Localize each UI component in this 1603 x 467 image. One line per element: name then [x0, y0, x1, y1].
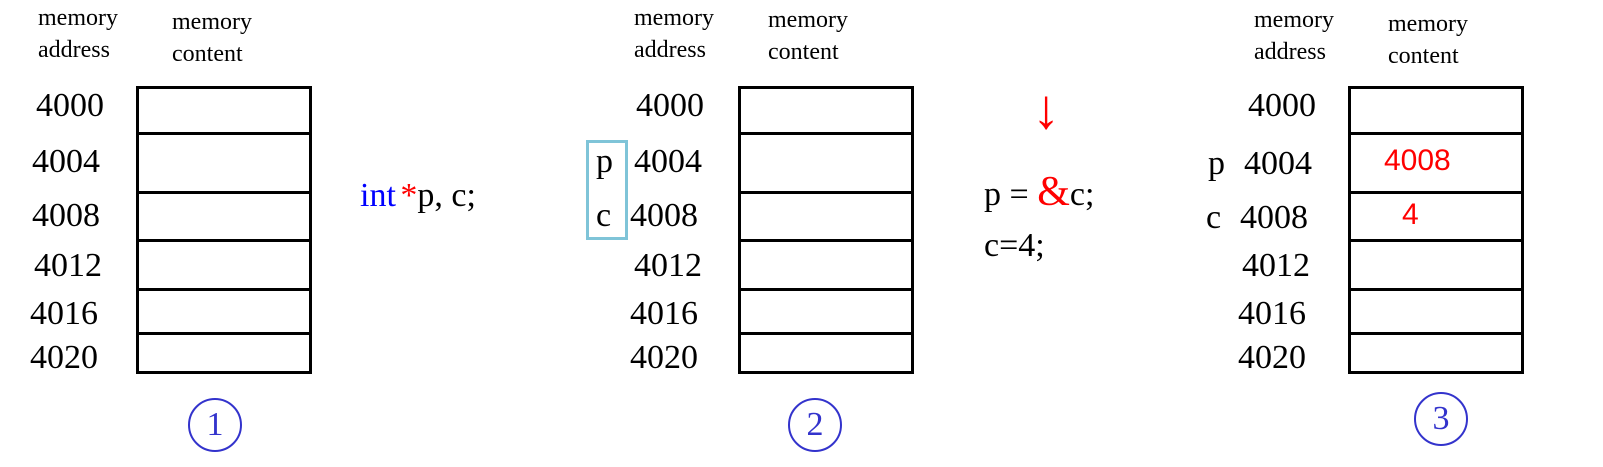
assign-p-suffix: c; [1069, 176, 1095, 213]
address-label: 4012 [1242, 247, 1310, 284]
content-header-line-1: memory [768, 7, 848, 33]
content-header-line-1: memory [1388, 11, 1468, 37]
step-2-circle: 2 [788, 398, 842, 452]
step-3-circle: 3 [1414, 392, 1468, 446]
memory-cell [1351, 89, 1521, 135]
memory-cell [139, 291, 309, 335]
memory-cell [139, 194, 309, 242]
memory-cell [139, 135, 309, 194]
address-label: 4020 [630, 339, 698, 376]
content-header-line-1: memory [172, 9, 252, 35]
pointer-star: * [400, 177, 418, 214]
address-label: 4020 [1238, 339, 1306, 376]
address-label: 4004 [32, 143, 100, 180]
address-header: memory address [634, 2, 714, 66]
down-arrow-icon: ↓ [1032, 79, 1060, 141]
address-label: 4008 [1240, 199, 1308, 236]
variable-label-c: c [1206, 199, 1222, 236]
content-header: memory content [1388, 8, 1468, 72]
content-header: memory content [172, 6, 252, 70]
memory-cell [741, 291, 911, 335]
memory-cell [741, 194, 911, 242]
address-header: memory address [38, 2, 118, 66]
memory-table [1348, 86, 1524, 374]
address-label: 4016 [1238, 295, 1306, 332]
address-label: 4016 [630, 295, 698, 332]
memory-cell [1351, 194, 1521, 242]
assign-p-prefix: p = [984, 176, 1038, 213]
step-1-circle: 1 [188, 398, 242, 452]
address-header-line-1: memory [1254, 7, 1334, 33]
memory-cell [741, 242, 911, 291]
address-of-operator: & [1037, 169, 1070, 215]
address-header-line-2: address [38, 37, 110, 63]
address-header-line-2: address [634, 37, 706, 63]
address-label: 4000 [36, 87, 104, 124]
address-label: 4000 [636, 87, 704, 124]
memory-cell [1351, 291, 1521, 335]
address-label: 4016 [30, 295, 98, 332]
variable-label-c: c [596, 197, 612, 234]
memory-cell [1351, 335, 1521, 371]
memory-cell [139, 89, 309, 135]
content-header-line-2: content [768, 39, 839, 65]
memory-cell [741, 335, 911, 371]
variable-highlight-box [586, 140, 628, 240]
memory-cell [1351, 242, 1521, 291]
content-header: memory content [768, 4, 848, 68]
declaration-code: int *p, c; [360, 176, 476, 216]
int-value: 4 [1402, 198, 1419, 231]
address-label: 4012 [34, 247, 102, 284]
assignment-code-line-1: p = &c; [984, 169, 1095, 215]
declaration-vars: p, c; [417, 177, 476, 214]
address-header-line-1: memory [634, 5, 714, 31]
memory-cell [139, 242, 309, 291]
memory-table [738, 86, 914, 374]
address-header: memory address [1254, 4, 1334, 68]
address-header-line-1: memory [38, 5, 118, 31]
address-label: 4004 [1244, 145, 1312, 182]
address-label: 4020 [30, 339, 98, 376]
address-label: 4004 [634, 143, 702, 180]
memory-cell [741, 89, 911, 135]
address-label: 4000 [1248, 87, 1316, 124]
int-keyword: int [360, 177, 396, 214]
address-label: 4012 [634, 247, 702, 284]
variable-label-p: p [1208, 145, 1225, 182]
address-header-line-2: address [1254, 39, 1326, 65]
assignment-code-line-2: c=4; [984, 227, 1045, 264]
memory-cell [741, 135, 911, 194]
memory-cell [1351, 135, 1521, 194]
address-label: 4008 [32, 197, 100, 234]
variable-label-p: p [596, 143, 613, 180]
pointer-value: 4008 [1384, 144, 1451, 177]
memory-table [136, 86, 312, 374]
memory-cell [139, 335, 309, 371]
address-label: 4008 [630, 197, 698, 234]
content-header-line-2: content [1388, 43, 1459, 69]
content-header-line-2: content [172, 41, 243, 67]
